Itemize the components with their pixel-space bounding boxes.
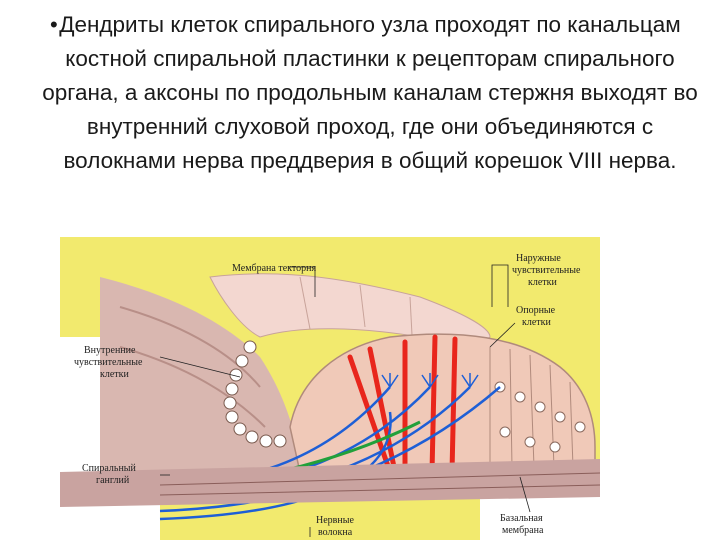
bullet-marker: • bbox=[50, 12, 58, 37]
label-supporting-cells-2: клетки bbox=[522, 317, 552, 328]
tectorial-fiber-3 bbox=[409, 296, 413, 336]
tectorial-fiber-2 bbox=[359, 284, 366, 328]
basilar-membrane-line-1 bbox=[159, 472, 600, 486]
limbus-texture-1 bbox=[119, 306, 261, 388]
label-outer-hair-cells-2: чувствительные bbox=[512, 265, 581, 276]
organ-of-corti-figure: Мембрана текторня Наружные чувствительны… bbox=[60, 237, 600, 540]
label-inner-hair-cells-2: чувствительные bbox=[74, 357, 143, 368]
label-nerve-fibers-1: Нервные bbox=[316, 515, 354, 526]
tectorial-fiber-1 bbox=[299, 276, 311, 330]
basilar-membrane bbox=[60, 459, 600, 507]
limbus-texture-2 bbox=[119, 346, 266, 428]
label-tectorial-membrane: Мембрана текторня bbox=[232, 263, 316, 274]
label-supporting-cells-1: Опорные bbox=[516, 305, 556, 316]
bullet-paragraph: Дендриты клеток спирального узла проходя… bbox=[42, 12, 698, 173]
label-spiral-ganglion-1: Спиральный bbox=[82, 463, 137, 474]
basilar-membrane-line-2 bbox=[159, 484, 600, 496]
organ-of-corti-svg: Мембрана текторня Наружные чувствительны… bbox=[60, 237, 600, 540]
label-nerve-fibers-2: волокна bbox=[318, 527, 353, 538]
label-inner-hair-cells-3: клетки bbox=[100, 369, 130, 380]
pillar-cells bbox=[347, 334, 458, 475]
label-margin-right bbox=[480, 497, 600, 540]
slide-bullet-text: • Дендриты клеток спирального узла прохо… bbox=[40, 8, 700, 178]
leader-lines bbox=[159, 264, 531, 537]
hair-cell-bundles bbox=[381, 373, 479, 388]
organ-of-corti bbox=[289, 333, 596, 473]
label-basilar-membrane-2: мембрана bbox=[502, 525, 544, 536]
label-inner-hair-cells-1: Внутренние bbox=[84, 345, 136, 356]
inner-sulcus-cells bbox=[223, 340, 287, 448]
label-basilar-membrane-1: Базальная bbox=[500, 513, 543, 524]
label-outer-hair-cells-3: клетки bbox=[528, 277, 558, 288]
label-spiral-ganglion-2: ганглий bbox=[96, 475, 130, 486]
label-outer-hair-cells-1: Наружные bbox=[516, 253, 561, 264]
cell-nuclei bbox=[494, 381, 586, 453]
